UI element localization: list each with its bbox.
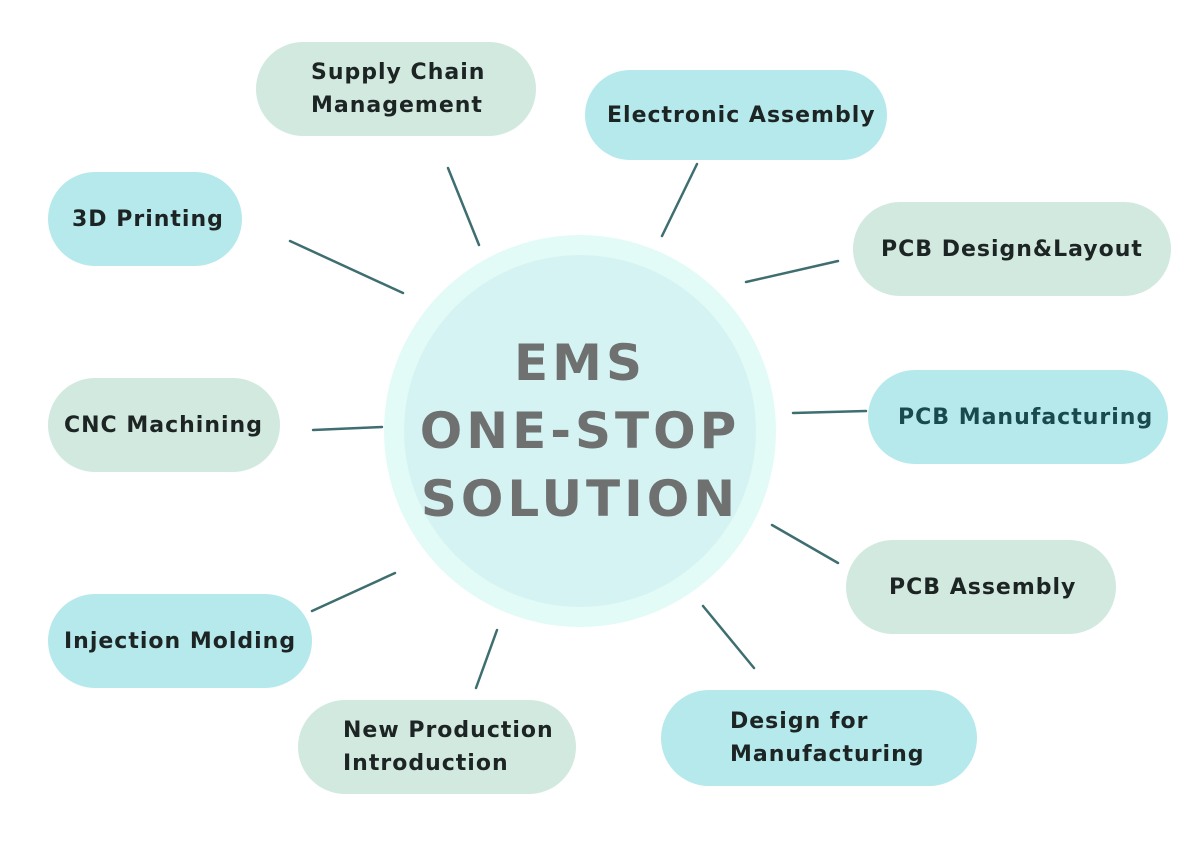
connector-injection-molding [310,571,397,613]
node-label: Injection Molding [64,628,297,654]
node-label: CNC Machining [64,412,263,438]
node-label-line-2: Management [311,93,483,118]
node-pcb-manufacturing: PCB Manufacturing [868,370,1168,464]
hub-title-line-2: ONE-STOP [419,402,741,460]
connector-pcb-assembly [770,523,840,565]
node-label: Electronic Assembly [607,102,876,128]
connector-supply-chain [446,166,481,247]
connector-3d-printing [288,239,405,295]
node-label-line-1: Supply Chain [311,60,486,85]
node-label-line-1: New Production [343,718,554,743]
connector-design-for-manufacturing [701,604,756,670]
node-label-line-1: Design for [730,709,869,734]
connector-electronic-assembly [660,162,699,238]
node-injection-molding: Injection Molding [48,594,312,688]
node-supply-chain-management: Supply Chain Management [256,42,536,136]
node-pcb-design-layout: PCB Design&Layout [853,202,1171,296]
hub-title-line-3: SOLUTION [420,470,740,528]
node-cnc-machining: CNC Machining [48,378,280,472]
node-new-production-introduction: New Production Introduction [298,700,576,794]
hub-title-line-1: EMS [514,334,646,392]
hub-circle: EMS ONE-STOP SOLUTION [404,255,756,607]
connector-pcb-manufacturing [791,409,868,415]
node-label-line-2: Manufacturing [730,742,925,767]
node-label: PCB Manufacturing [898,404,1154,430]
hub-outer-ring: EMS ONE-STOP SOLUTION [384,235,776,627]
node-label: PCB Assembly [889,574,1077,600]
node-design-for-manufacturing: Design for Manufacturing [661,690,977,786]
node-electronic-assembly: Electronic Assembly [585,70,887,160]
connector-new-production-introduction [474,628,499,690]
node-label: PCB Design&Layout [881,236,1143,262]
node-pcb-assembly: PCB Assembly [846,540,1116,634]
connector-cnc-machining [311,425,384,432]
node-label: 3D Printing [72,206,224,232]
connector-pcb-design-layout [744,259,840,284]
node-label-line-2: Introduction [343,751,509,776]
node-3d-printing: 3D Printing [48,172,242,266]
